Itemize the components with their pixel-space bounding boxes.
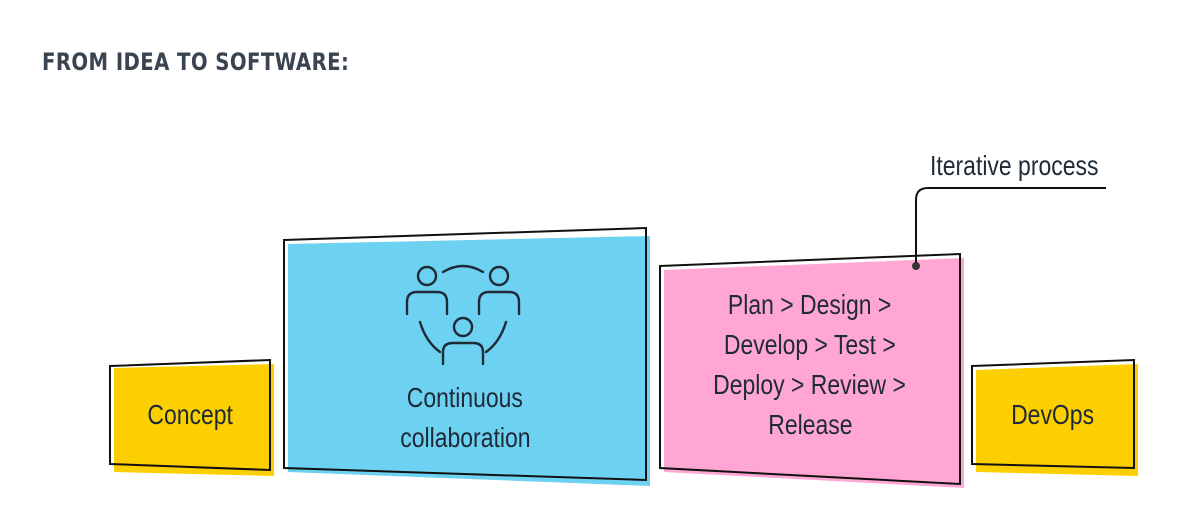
stage-devops-fill — [976, 364, 1138, 476]
iterative-process-annotation: Iterative process — [930, 150, 1099, 181]
stage-concept-box — [109, 358, 274, 476]
stage-iterative-box — [659, 252, 964, 488]
stage-devops-label: DevOps — [1011, 399, 1095, 430]
diagram-title: FROM IDEA TO SOFTWARE: — [42, 48, 350, 76]
stage-iterative-label: Plan > Design > Develop > Test > Deploy … — [713, 289, 907, 440]
annotation-anchor-dot — [912, 262, 920, 270]
stage-collaboration-fill — [288, 236, 650, 486]
stage-collaboration-label: Continuous collaboration — [399, 382, 531, 453]
stage-concept-fill — [114, 364, 274, 476]
stage-collaboration-box — [283, 226, 650, 486]
stage-concept-label: Concept — [147, 399, 233, 430]
stage-collaboration-outline — [283, 226, 647, 482]
people-collaboration-icon — [405, 264, 521, 366]
stage-devops-box — [971, 358, 1138, 476]
stage-iterative-fill — [664, 258, 964, 488]
stage-iterative-outline — [659, 252, 961, 486]
annotation-leader-line — [912, 187, 1106, 270]
stage-concept-outline — [109, 358, 271, 472]
stage-devops-outline — [971, 358, 1135, 470]
